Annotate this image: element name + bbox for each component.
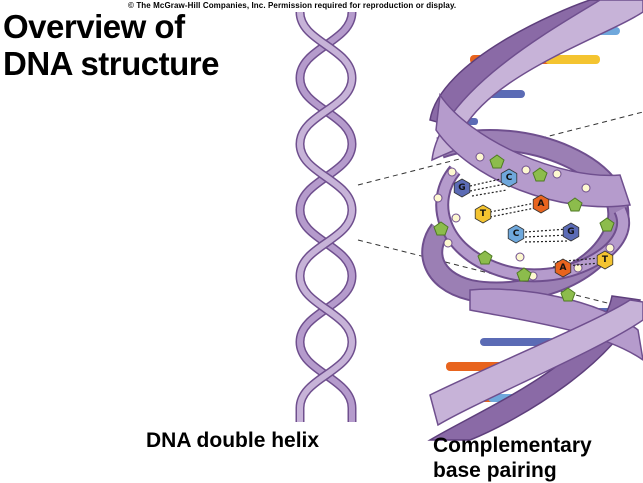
base-t-2: T: [474, 204, 492, 224]
base-c-4: C: [507, 224, 525, 244]
title-line-2: DNA structure: [3, 45, 219, 82]
base-c-1: C: [500, 168, 518, 188]
backbone-ribbon-front-mid: [435, 92, 631, 208]
base-letter: T: [480, 209, 487, 219]
base-letter: C: [506, 173, 513, 183]
detailed-helix: [421, 0, 643, 441]
base-letter: G: [458, 183, 465, 193]
base-pairing-label: Complementary base pairing: [433, 433, 592, 483]
base-a-6: A: [554, 258, 572, 278]
base-letter: A: [538, 199, 545, 209]
hydrogen-bonds: [469, 177, 601, 268]
double-helix: [295, 11, 357, 422]
title-line-1: Overview of: [3, 8, 185, 45]
base-a-3: A: [532, 194, 550, 214]
base-glyphs: G C T A C G A T: [453, 168, 614, 278]
base-g-5: G: [562, 222, 580, 242]
base-letter: T: [602, 255, 609, 265]
base-g-0: G: [453, 178, 471, 198]
base-letter: G: [567, 227, 574, 237]
backbone-ribbon-front-bottom: [469, 288, 643, 361]
base-letter: C: [513, 229, 520, 239]
page-title: Overview of DNA structure: [3, 8, 219, 82]
double-helix-label: DNA double helix: [146, 429, 320, 452]
base-t-7: T: [596, 250, 614, 270]
copyright-notice: © The McGraw-Hill Companies, Inc. Permis…: [128, 1, 457, 10]
sugar-groups: [433, 154, 615, 302]
base-pairing-label-line-1: Complementary: [433, 434, 592, 457]
base-pairing-label-line-2: base pairing: [433, 459, 557, 482]
base-letter: A: [560, 263, 567, 273]
